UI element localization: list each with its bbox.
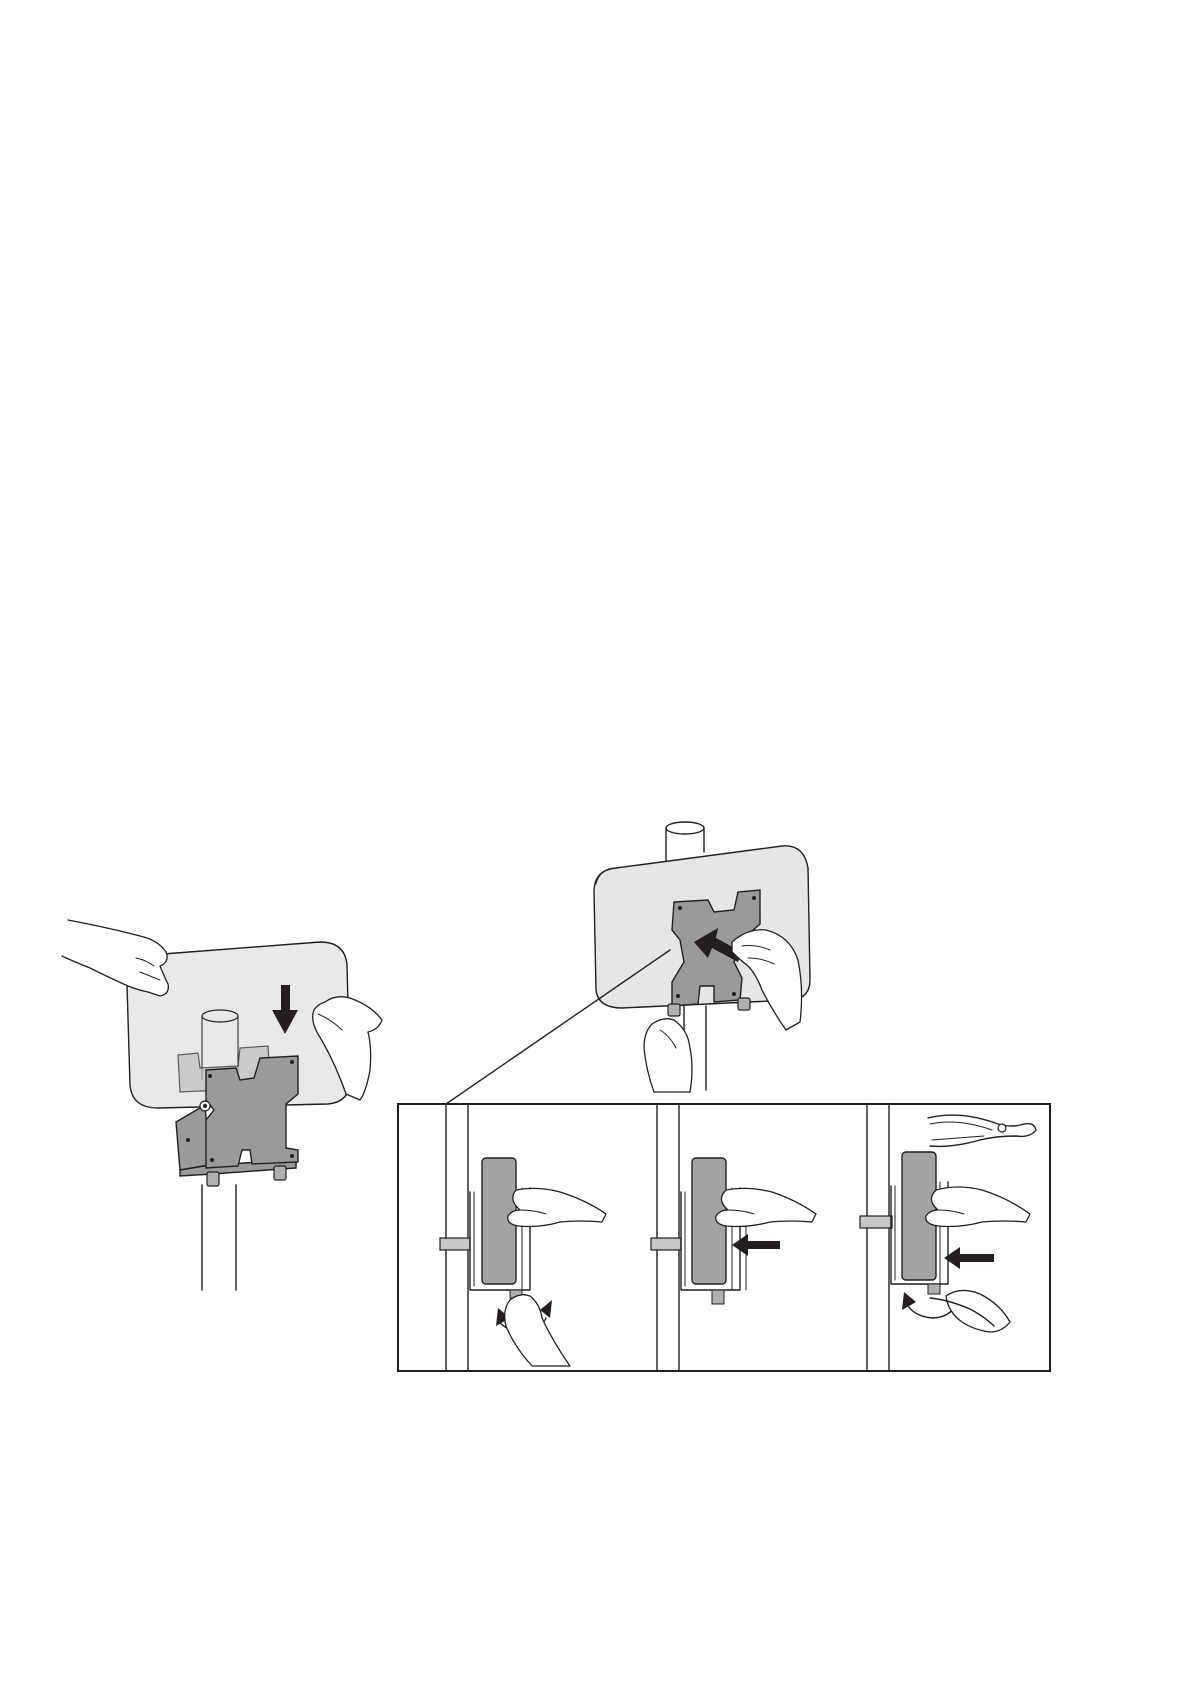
callout-line xyxy=(440,940,680,1110)
figure-slide-bracket xyxy=(60,910,400,1320)
detail-frame xyxy=(396,1100,1056,1375)
